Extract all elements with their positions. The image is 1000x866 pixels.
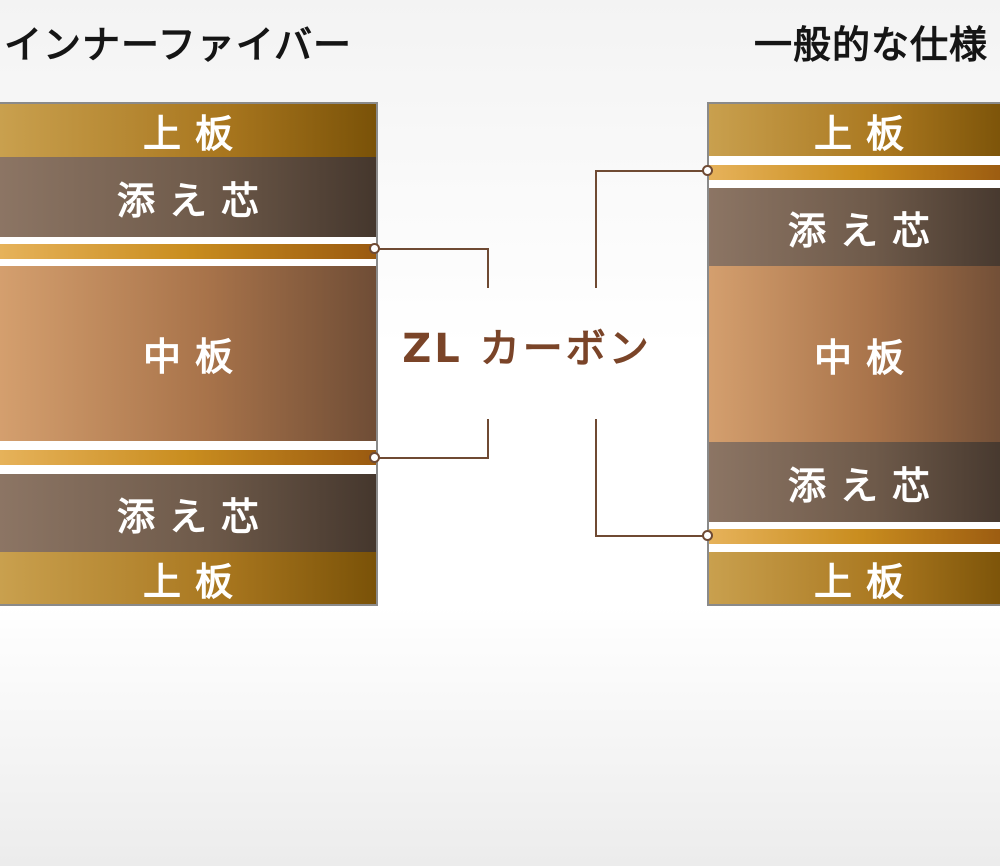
connector-left-upper bbox=[374, 248, 489, 288]
connector-right-upper bbox=[595, 170, 709, 288]
connector-dot-left-lower bbox=[369, 452, 380, 463]
layer-binder-upper: 添え芯 bbox=[709, 188, 1000, 266]
layer-carbon-upper bbox=[0, 244, 376, 259]
layer-bottom-plate: 上板 bbox=[709, 552, 1000, 604]
right-panel-heading: 一般的な仕様 bbox=[753, 23, 988, 67]
connector-left-lower bbox=[374, 419, 489, 459]
layer-top-plate: 上板 bbox=[0, 104, 376, 157]
inner-fiber-layer-stack: 上板 添え芯 中板 添え芯 上板 bbox=[0, 102, 378, 606]
connector-dot-right-lower bbox=[702, 530, 713, 541]
layer-carbon-lower bbox=[0, 450, 376, 465]
connector-right-lower bbox=[595, 419, 709, 537]
connector-dot-left-upper bbox=[369, 243, 380, 254]
layer-carbon-upper bbox=[709, 165, 1000, 180]
layer-binder-lower: 添え芯 bbox=[709, 442, 1000, 522]
connector-dot-right-upper bbox=[702, 165, 713, 176]
standard-layer-stack: 上板 添え芯 中板 添え芯 上板 bbox=[707, 102, 1000, 606]
layer-middle-plate: 中板 bbox=[0, 266, 376, 441]
layer-binder-upper: 添え芯 bbox=[0, 157, 376, 237]
layer-carbon-lower bbox=[709, 529, 1000, 544]
layer-binder-lower: 添え芯 bbox=[0, 474, 376, 552]
left-panel-heading: インナーファイバー bbox=[4, 23, 352, 67]
layer-middle-plate: 中板 bbox=[709, 266, 1000, 442]
layer-top-plate: 上板 bbox=[709, 104, 1000, 156]
layer-bottom-plate: 上板 bbox=[0, 552, 376, 604]
zl-carbon-label: ZL カーボン bbox=[402, 326, 652, 372]
